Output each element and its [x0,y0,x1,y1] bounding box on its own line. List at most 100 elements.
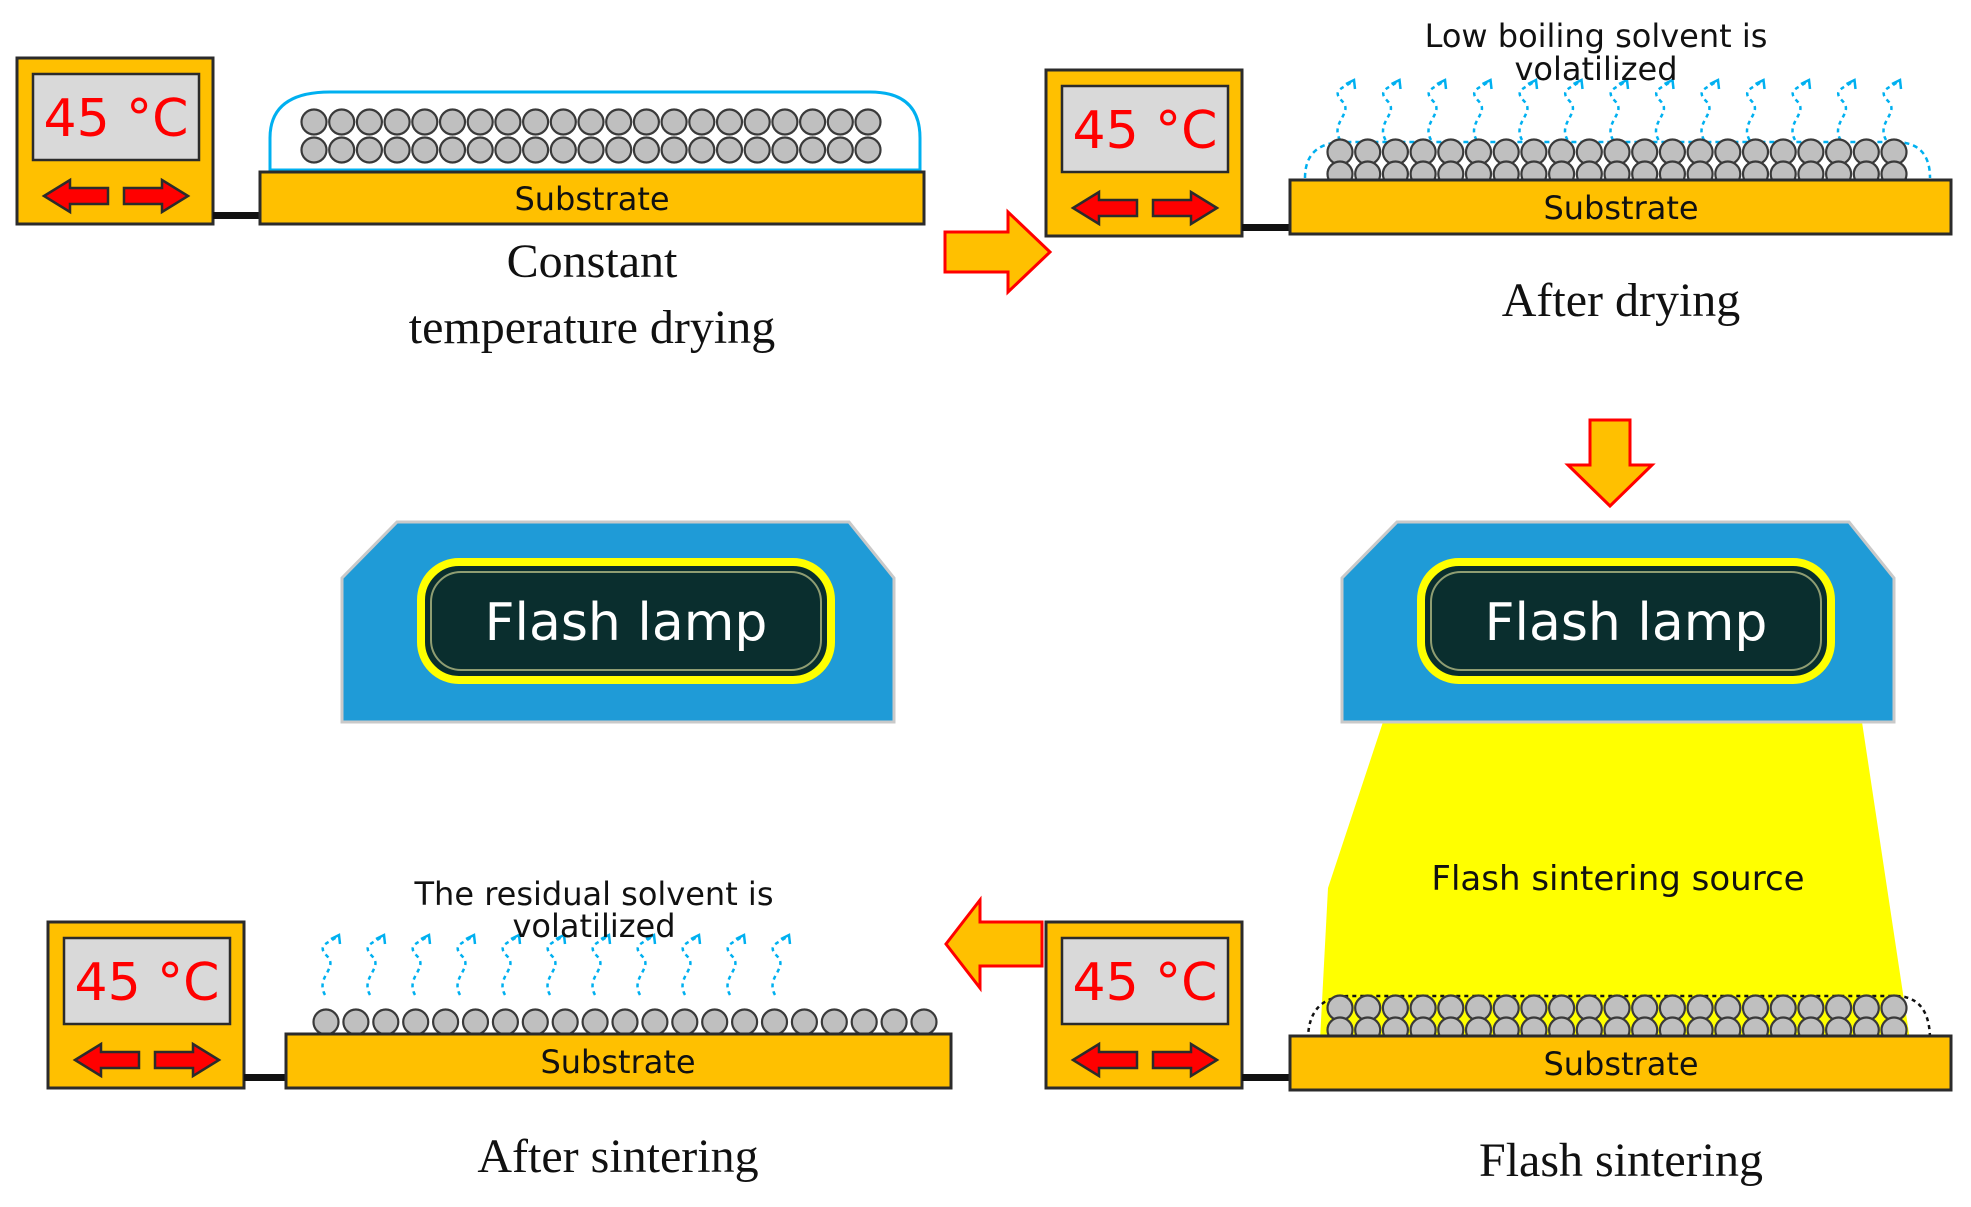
vapor-arrowhead-icon [1390,78,1402,90]
temperature-readout: 45 °C [43,89,188,149]
particle [605,136,633,164]
temperature-display [31,72,201,162]
vapor-wisp [1654,79,1674,141]
flow-arrow-down-icon [1564,418,1656,509]
vapor-arrowhead-icon [780,933,792,945]
panel-after-drying: 45 °C Substrate Low boiling solvent is v… [1044,17,1953,327]
vapor-wisp [1791,79,1810,141]
particle [581,1008,609,1036]
flash-lamp: Flash lamp [340,520,896,724]
particle [494,108,522,136]
temperature-display [1060,84,1230,174]
arrow-left-icon [1070,189,1139,227]
particle [372,1008,400,1036]
vapor-wisp [1336,79,1355,141]
particle [438,108,467,136]
solvent-note-line2: volatilized [1514,50,1677,88]
particle [854,108,882,136]
particle [820,1008,848,1036]
particle [461,1008,490,1036]
substrate-label: Substrate [540,1043,695,1081]
lamp-tube [1417,558,1835,684]
vapor-wisp [456,934,475,996]
particle [549,136,577,164]
particle [688,108,716,136]
vapor-wisp [546,934,565,996]
arrow-right-icon [1151,1041,1220,1079]
vapor-arrowhead-icon [465,933,477,945]
substrate-label: Substrate [1543,1045,1698,1083]
particle [383,136,411,164]
substrate [258,170,926,226]
vapor-wisp [321,934,340,996]
arrow-right-icon [153,1041,222,1079]
vapor-arrowhead-icon [1709,78,1721,90]
particle [521,1008,549,1036]
particle [383,108,411,136]
substrate-label: Substrate [514,180,669,218]
vapor-arrowhead-icon [1436,78,1448,90]
heater-cable [1242,1074,1290,1081]
particle [798,108,827,136]
particle-layer [300,108,882,164]
particle [328,136,356,164]
particle [688,136,716,164]
particle [491,1008,519,1036]
vapor-arrowhead-icon [420,933,432,945]
flow-arrow-left-icon [944,895,1044,993]
particle [577,108,605,136]
heater-cable [213,212,261,219]
particle [771,136,799,164]
heater-controller: 45 °C [1044,68,1244,238]
particle [632,136,661,164]
lamp-tube [417,558,835,684]
particle [671,1008,699,1036]
vapor-wisp [591,934,610,996]
vapor-arrowhead-icon [645,933,657,945]
arrow-left-icon [41,177,110,215]
substrate [284,1032,953,1090]
vapor-arrowhead-icon [1345,78,1357,90]
particle [494,136,522,164]
vapor-wisp [411,934,430,996]
temperature-display [62,936,232,1026]
particle [632,108,661,136]
lamp-label: Flash lamp [485,593,768,653]
heater-cable [244,1074,292,1081]
vapor-arrowhead-icon [555,933,567,945]
particle [466,108,494,136]
heater-controller: 45 °C [1044,920,1244,1090]
vapor-arrowhead-icon [1663,78,1675,90]
vapor-arrowhead-icon [330,933,342,945]
heater-controller: 45 °C [15,56,215,226]
particle [300,136,328,164]
arrow-left-icon [1070,1041,1139,1079]
caption: After sintering [477,1130,758,1183]
particle [826,136,854,164]
particle [355,136,383,164]
vapor-arrowhead-icon [1527,78,1539,90]
particle [611,1008,639,1036]
particle [521,108,550,136]
particle [854,136,882,164]
particle [771,108,799,136]
particle [730,1008,759,1036]
substrate [1288,1034,1953,1092]
particle [300,108,328,136]
vapor-wisp [366,934,385,996]
vapor-wisp [1609,79,1628,141]
vapor-arrowhead-icon [1754,78,1766,90]
flash-lamp: Flash lamp [1340,520,1896,724]
particle [641,1008,669,1036]
vapor-arrowhead-icon [735,933,747,945]
vapor-arrowhead-icon [1618,78,1630,90]
lamp-label: Flash lamp [1485,593,1768,653]
particle [342,1008,370,1036]
particle [466,136,494,164]
arrow-right-icon [1151,189,1220,227]
vapor-wisp [1472,79,1492,141]
particle [411,108,439,136]
vapor-wisp [1518,79,1537,141]
particle [438,136,467,164]
